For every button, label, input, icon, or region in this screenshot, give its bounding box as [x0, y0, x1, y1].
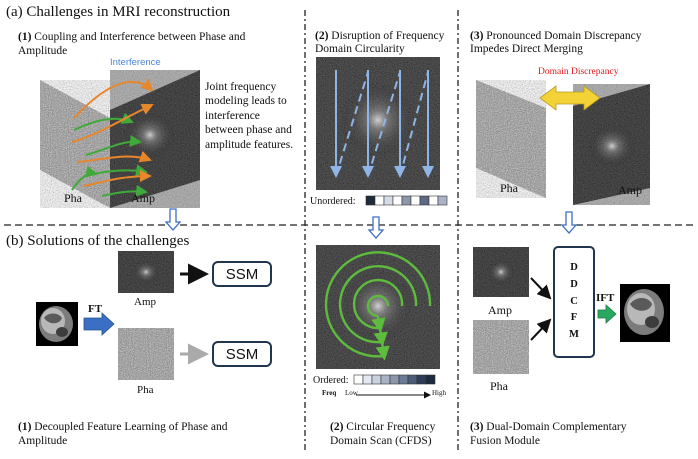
token-cell [398, 374, 409, 385]
token-cell [389, 374, 400, 385]
token-cell [437, 195, 448, 206]
ddcfm-letter: C [570, 295, 578, 307]
arrow-amp-to-ddcfm [530, 277, 552, 300]
amp-label-b3: Amp [488, 303, 512, 317]
panel-a1-title-text: Coupling and Interference between Phase … [34, 31, 246, 43]
pha-label-a3: Pha [500, 181, 518, 195]
amplitude-plane [110, 70, 200, 208]
amp-label-a1: Amp [131, 191, 155, 205]
ift-arrow [597, 304, 617, 324]
kspace-unordered-image [316, 57, 440, 190]
panel-b3-caption-text: Dual-Domain Complementary [486, 421, 627, 433]
amplitude-image-b3 [473, 247, 529, 297]
token-cell [401, 195, 412, 206]
panel-b2-caption-text: Circular Frequency [346, 421, 436, 433]
phase-image-b [118, 328, 174, 380]
panel-b2-caption-line1: (2) Circular Frequency [330, 421, 435, 434]
arrow-pha-to-ddcfm [530, 318, 552, 341]
panel-a2-title-text: Disruption of Frequency [331, 30, 445, 42]
panel-b2-caption-line2: Domain Scan (CFDS) [330, 435, 432, 447]
panel-b1-caption-line2: Amplitude [18, 435, 68, 447]
amp-label-a3: Amp [618, 183, 642, 197]
amp-label-b1: Amp [134, 296, 156, 308]
freq-label: Freq [322, 389, 337, 397]
token-cell [383, 195, 394, 206]
panel-b3-caption-line1: (3) Dual-Domain Complementary [470, 421, 627, 434]
ddcfm-letter: M [569, 329, 579, 341]
interference-label: Interference [110, 57, 161, 68]
token-cell [362, 374, 373, 385]
ift-label: IFT [596, 292, 615, 304]
panel-a2-num: (2) [315, 30, 329, 42]
panel-a3-title-line2: Impedes Direct Merging [470, 43, 583, 55]
token-cell [365, 195, 376, 206]
token-cell [371, 374, 382, 385]
panel-b3-num: (3) [470, 421, 484, 433]
token-cell [416, 374, 427, 385]
ft-arrow [83, 312, 115, 336]
phase-plane-right [476, 80, 546, 198]
token-cell [407, 374, 418, 385]
interference-arrows [71, 78, 154, 197]
panel-b1-caption-line1: (1) Decoupled Feature Learning of Phase … [18, 421, 228, 434]
panel-a1-num: (1) [18, 31, 32, 43]
domain-discrepancy-label: Domain Discrepancy [538, 67, 619, 77]
panel-a2-title-line1: (2) Disruption of Frequency [315, 30, 444, 43]
ddcfm-letter: D [570, 262, 578, 273]
low-label: Low [345, 389, 358, 397]
token-cell [425, 374, 436, 385]
token-cell [374, 195, 385, 206]
token-cell [410, 195, 421, 206]
token-cell [428, 195, 439, 206]
pha-label-b1: Pha [137, 384, 154, 396]
amplitude-image-b [118, 251, 174, 293]
unordered-token-bar [365, 195, 448, 206]
ft-label: FT [88, 303, 103, 315]
ordered-label: Ordered: [313, 375, 349, 386]
pha-label-b3: Pha [490, 379, 508, 393]
phase-image-b3 [473, 320, 529, 374]
panel-a1-title-line1: (1) Coupling and Interference between Ph… [18, 31, 245, 44]
brain-mri-output [620, 284, 670, 342]
ssm-block-bottom: SSM [212, 341, 272, 367]
section-b-title: (b) Solutions of the challenges [6, 233, 190, 249]
panel-a2-title-line2: Domain Circularity [315, 43, 405, 55]
panel-b1-num: (1) [18, 421, 32, 433]
panel-a3-title-line1: (3) Pronounced Domain Discrepancy [470, 30, 642, 43]
phase-plane [40, 80, 110, 208]
panel-a3-num: (3) [470, 30, 484, 42]
amplitude-plane-right [573, 84, 650, 205]
unordered-label: Unordered: [310, 196, 356, 207]
token-cell [419, 195, 430, 206]
panel-b1-caption-text: Decoupled Feature Learning of Phase and [34, 421, 228, 433]
joint-modeling-explanation: Joint frequency modeling leads to interf… [205, 81, 294, 151]
ordered-token-bar [353, 374, 436, 385]
domain-discrepancy-arrow [539, 85, 601, 111]
token-cell [392, 195, 403, 206]
section-transition-arrows [164, 208, 578, 239]
panel-a3-title-text: Pronounced Domain Discrepancy [486, 30, 642, 42]
pha-label-a1: Pha [64, 191, 82, 205]
panel-a1-title-line2: Amplitude [18, 45, 68, 57]
token-cell [380, 374, 391, 385]
ddcfm-letter: F [570, 312, 578, 324]
ssm-block-top: SSM [212, 261, 272, 287]
section-a-title: (a) Challenges in MRI reconstruction [6, 4, 231, 20]
brain-mri-input [36, 302, 78, 346]
kspace-circular-scan [316, 245, 440, 369]
panel-b2-num: (2) [330, 421, 344, 433]
high-label: High [432, 389, 446, 397]
ddcfm-letter: D [570, 278, 578, 290]
panel-b3-caption-line2: Fusion Module [470, 435, 540, 447]
token-cell [353, 374, 364, 385]
